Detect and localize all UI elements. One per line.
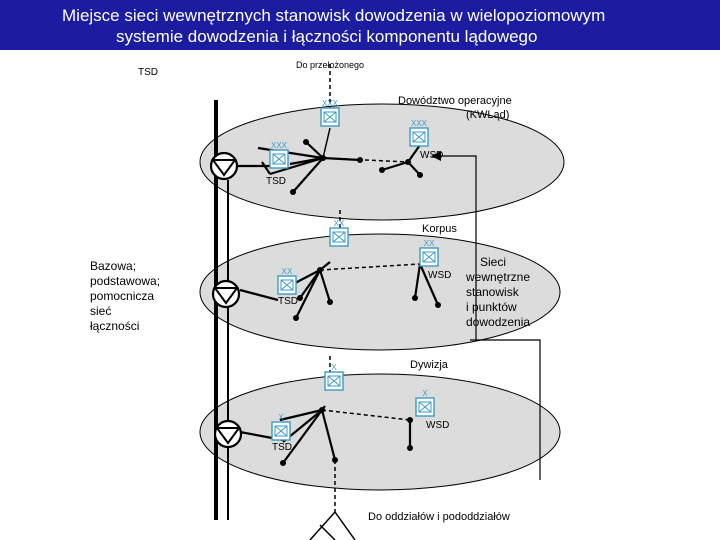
command-tsd-label: TSD <box>266 176 286 187</box>
corps-level-nodes <box>293 267 441 321</box>
base-net-line-2: podstawowa; <box>90 274 160 288</box>
internal-net-line-1: Sieci <box>480 255 506 269</box>
corps-wsd-symbol: XX <box>419 239 439 267</box>
division-tsd-label: TSD <box>272 442 292 453</box>
command-wsd-symbol: XXX <box>409 119 429 147</box>
base-net-line-4: sieć <box>90 304 111 318</box>
tsd-top-label: TSD <box>138 67 158 78</box>
internal-net-line-4: i punktów <box>466 300 517 314</box>
base-net-line-1: Bazowa; <box>90 259 136 273</box>
division-wsd-symbol-echelon-mark: X <box>422 389 428 398</box>
corps-tsd-label: TSD <box>278 296 298 307</box>
title-line-2: systemie dowodzenia i łączności komponen… <box>116 27 538 46</box>
corps-tsd-symbol: XX <box>277 267 297 295</box>
internal-net-line-2: wewnętrzne <box>465 270 530 284</box>
division-tsd-symbol: X <box>271 413 291 441</box>
corps-wsd-symbol-echelon-mark: XX <box>424 239 435 248</box>
command-tsd-symbol-echelon-mark: XXX <box>271 141 288 150</box>
title-line-1: Miejsce sieci wewnętrznych stanowisk dow… <box>62 6 606 25</box>
command-wsd-label: WSD <box>420 150 443 161</box>
title-bar: Miejsce sieci wewnętrznych stanowisk dow… <box>0 0 720 50</box>
base-net-line-3: pomocnicza <box>90 289 154 303</box>
command-label-line2: (KWLąd) <box>466 109 509 121</box>
feedback-arrow-division <box>476 339 541 480</box>
internal-net-line-3: stanowisk <box>466 285 520 299</box>
division-tsd-symbol-echelon-mark: X <box>278 413 284 422</box>
radio-station-corps <box>211 279 241 309</box>
corps-tsd-symbol-echelon-mark: XX <box>282 267 293 276</box>
division-level-nodes <box>280 407 413 466</box>
division-wsd-symbol: X <box>415 389 435 417</box>
command-hq-symbol-echelon-mark: XXX <box>322 99 339 108</box>
division-hq-symbol-echelon-mark: X <box>331 363 337 372</box>
base-net-line-5: łączności <box>90 319 139 333</box>
corps-label: Korpus <box>422 223 457 235</box>
command-tsd-symbol: XXX <box>269 141 289 169</box>
division-label: Dywizja <box>410 359 449 371</box>
division-wsd-label: WSD <box>426 420 449 431</box>
division-hq-symbol: X <box>324 363 344 391</box>
radio-station-command <box>209 151 239 181</box>
subordinate-units-symbol <box>309 511 356 540</box>
corps-level-ellipse <box>199 233 561 351</box>
subunits-label: Do oddziałów i pododdziałów <box>368 511 510 523</box>
command-level-nodes <box>290 139 423 195</box>
corps-hq-symbol: XX <box>329 219 349 247</box>
internal-nets-label: Sieci wewnętrzne stanowisk i punktów dow… <box>465 255 530 329</box>
command-label-line1: Dowództwo operacyjne <box>398 95 512 107</box>
command-wsd-symbol-echelon-mark: XXX <box>411 119 428 128</box>
command-hq-symbol: XXX <box>320 99 340 127</box>
corps-hq-symbol-echelon-mark: XX <box>334 219 345 228</box>
internal-net-line-5: dowodzenia <box>466 315 530 329</box>
command-level-ellipse <box>199 103 565 221</box>
feedback-arrow-command <box>431 151 477 341</box>
corps-wsd-label: WSD <box>428 270 451 281</box>
division-level-ellipse <box>199 373 561 491</box>
superior-label: Do przełożonego <box>296 60 364 70</box>
radio-station-division <box>213 419 243 449</box>
base-network-label: Bazowa; podstawowa; pomocnicza sieć łącz… <box>90 259 160 333</box>
